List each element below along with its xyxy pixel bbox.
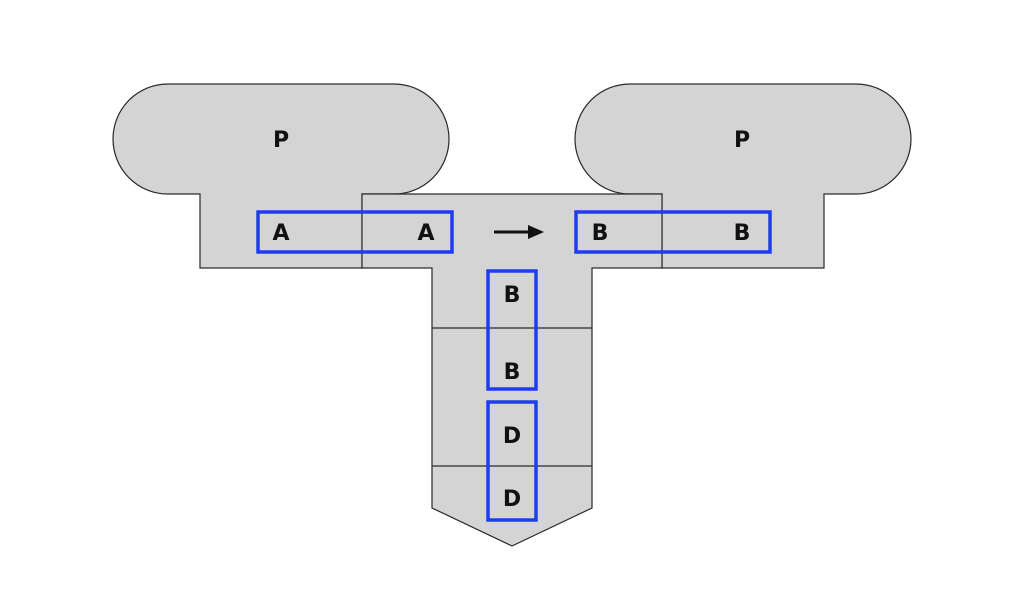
highlight-box-left-row <box>256 210 454 254</box>
stem-label-4: D <box>503 487 521 512</box>
stem-label-1: B <box>504 283 521 308</box>
center-t-piece <box>361 193 663 547</box>
right-p-piece <box>574 83 912 269</box>
right-row-label-1: B <box>592 221 609 246</box>
highlight-box-stem-d <box>486 400 538 522</box>
left-row-label-1: A <box>272 221 289 246</box>
highlight-box-stem-b <box>486 269 538 391</box>
highlight-box-right-row <box>574 210 772 254</box>
right-row-label-2: B <box>734 221 751 246</box>
left-p-label: P <box>273 128 289 153</box>
stem-label-2: B <box>504 360 521 385</box>
right-p-label: P <box>734 128 750 153</box>
left-row-label-2: A <box>417 221 434 246</box>
stem-label-3: D <box>503 424 521 449</box>
arrow-right-icon <box>494 225 544 239</box>
